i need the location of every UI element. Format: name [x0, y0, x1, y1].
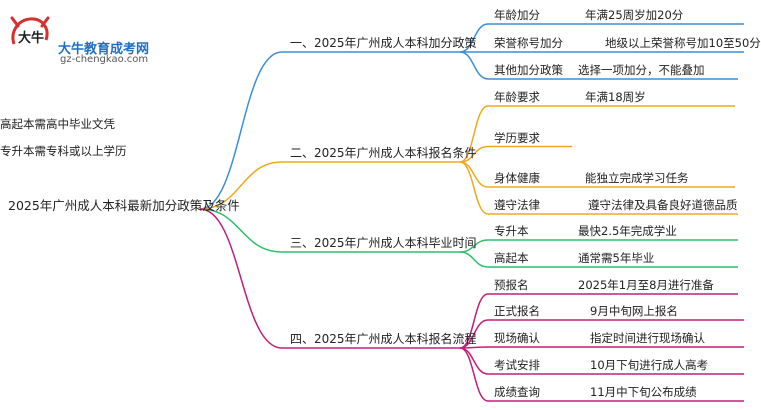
leaf-connector — [459, 51, 489, 80]
connector-lines — [199, 23, 744, 402]
leaf-connector — [459, 23, 489, 53]
detail-text: 指定时间进行现场确认 — [590, 331, 705, 345]
detail-text: 遵守法律及具备良好道德品质 — [588, 198, 738, 212]
subtopic-label: 考试安排 — [494, 358, 540, 372]
detail-text: 能独立完成学习任务 — [585, 171, 689, 185]
subtopic-label: 正式报名 — [494, 304, 540, 318]
branch-connector — [199, 51, 283, 210]
subtopic-label: 年龄要求 — [494, 90, 540, 104]
subtopic-label: 遵守法律 — [494, 198, 540, 212]
detail-text: 9月中旬网上报名 — [590, 304, 678, 318]
detail-text: 高起本需高中毕业文凭 — [0, 117, 115, 131]
subtopic-label: 学历要求 — [494, 130, 540, 145]
subtopic-label: 现场确认 — [494, 331, 540, 345]
subtopic-label: 荣誉称号加分 — [494, 36, 563, 50]
subtopic-label: 年龄加分 — [494, 8, 540, 22]
subtopic-label: 预报名 — [494, 278, 529, 292]
branch-topic: 二、2025年广州成人本科报名条件 — [290, 146, 477, 160]
detail-text: 通常需5年毕业 — [578, 251, 655, 265]
detail-text: 选择一项加分，不能叠加 — [578, 63, 705, 77]
leaf-connector — [459, 161, 489, 215]
bull-logo-icon: 大牛 — [10, 16, 50, 46]
branch-connector — [199, 161, 283, 210]
leaf-connector — [459, 347, 489, 402]
subtopic-label: 高起本 — [494, 251, 529, 265]
leaf-connector — [459, 161, 489, 188]
leaf-connector — [459, 319, 489, 349]
branch-connector — [199, 208, 283, 349]
leaf-connector — [459, 145, 489, 163]
logo-mark: 大牛 — [18, 30, 44, 46]
subtopic-label: 其他加分政策 — [494, 63, 563, 77]
leaf-connector — [459, 105, 489, 163]
subtopic-label: 身体健康 — [494, 171, 540, 185]
branch-connector — [199, 208, 283, 253]
branch-topic: 四、2025年广州成人本科报名流程 — [290, 332, 477, 346]
subtopic-label: 成绩查询 — [494, 385, 540, 399]
branch-topic: 一、2025年广州成人本科加分政策 — [290, 36, 477, 50]
leaf-connector — [459, 251, 489, 268]
detail-text: 地级以上荣誉称号加10至50分 — [605, 36, 761, 50]
site-logo[interactable]: 大牛 大牛教育成考网 gz-chengkao.com — [8, 14, 178, 65]
detail-text: 10月下旬进行成人高考 — [590, 358, 709, 372]
detail-text: 最快2.5年完成学业 — [578, 224, 677, 238]
detail-text: 2025年1月至8月进行准备 — [578, 278, 714, 292]
logo-name: 大牛教育成考网 — [58, 42, 150, 57]
branch-topic: 三、2025年广州成人本科毕业时间 — [290, 236, 477, 250]
leaf-connector — [459, 347, 489, 375]
logo-url: gz-chengkao.com — [60, 54, 149, 65]
detail-text: 11月中下旬公布成绩 — [590, 385, 697, 399]
subtopic-label: 专升本 — [494, 224, 529, 238]
detail-text: 专升本需专科或以上学历 — [0, 144, 127, 158]
detail-text: 年满25周岁加20分 — [585, 8, 684, 22]
root-topic: 2025年广州成人本科最新加分政策及条件 — [8, 198, 240, 213]
detail-text: 年满18周岁 — [585, 90, 646, 104]
